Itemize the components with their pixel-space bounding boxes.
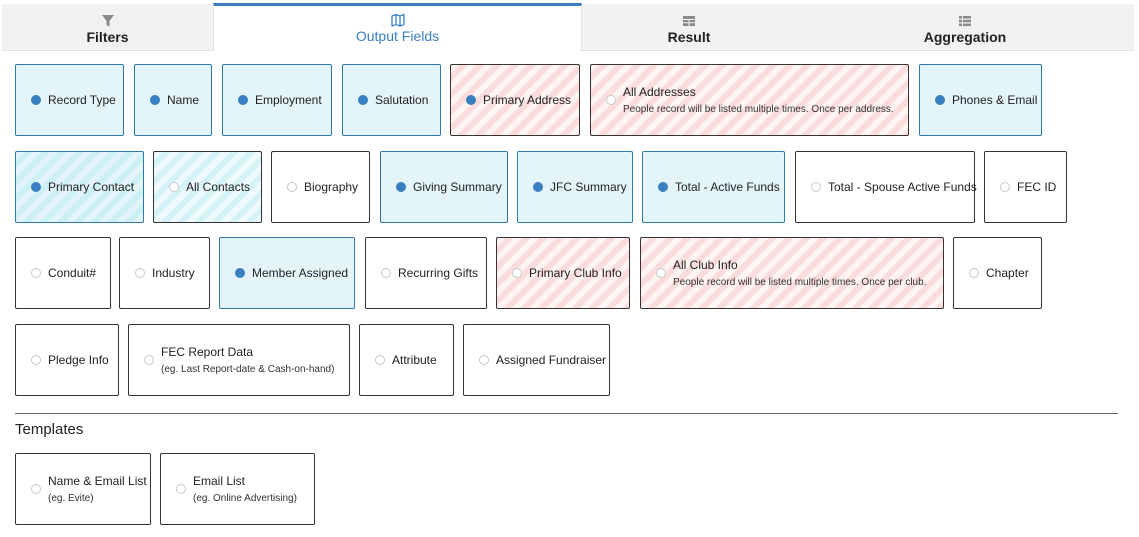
- option-assigned-fundraiser[interactable]: Assigned Fundraiser: [463, 324, 610, 396]
- option-attribute[interactable]: Attribute: [359, 324, 454, 396]
- option-primary-address[interactable]: Primary Address: [450, 64, 580, 136]
- list-icon: [959, 16, 971, 27]
- radio-indicator: [150, 95, 160, 105]
- radio-indicator: [31, 355, 41, 365]
- option-conduit[interactable]: Conduit#: [15, 237, 111, 309]
- option-all-club-info[interactable]: All Club Info People record will be list…: [640, 237, 944, 309]
- template-name-email-list[interactable]: Name & Email List (eg. Evite): [15, 453, 151, 525]
- map-icon: [390, 13, 405, 27]
- radio-indicator: [381, 268, 391, 278]
- tab-bar: Filters Output Fields Result Aggregation: [2, 3, 1134, 51]
- radio-indicator: [31, 95, 41, 105]
- radio-indicator: [656, 268, 666, 278]
- radio-indicator: [135, 268, 145, 278]
- radio-indicator: [31, 484, 41, 494]
- templates-heading: Templates: [15, 421, 84, 438]
- radio-indicator: [512, 268, 522, 278]
- radio-indicator: [375, 355, 385, 365]
- radio-indicator: [396, 182, 406, 192]
- option-all-addresses[interactable]: All Addresses People record will be list…: [590, 64, 909, 136]
- option-name[interactable]: Name: [134, 64, 212, 136]
- radio-indicator: [533, 182, 543, 192]
- option-biography[interactable]: Biography: [271, 151, 370, 223]
- option-industry[interactable]: Industry: [119, 237, 210, 309]
- option-fec-id[interactable]: FEC ID: [984, 151, 1067, 223]
- radio-indicator: [811, 182, 821, 192]
- radio-indicator: [169, 182, 179, 192]
- radio-indicator: [358, 95, 368, 105]
- option-member-assigned[interactable]: Member Assigned: [219, 237, 355, 309]
- radio-indicator: [466, 95, 476, 105]
- option-employment[interactable]: Employment: [222, 64, 332, 136]
- option-pledge-info[interactable]: Pledge Info: [15, 324, 119, 396]
- tab-result[interactable]: Result: [582, 4, 796, 51]
- option-salutation[interactable]: Salutation: [342, 64, 441, 136]
- option-all-contacts[interactable]: All Contacts: [153, 151, 262, 223]
- table-icon: [683, 16, 695, 26]
- option-total-spouse-active-funds[interactable]: Total - Spouse Active Funds: [795, 151, 977, 223]
- filter-icon: [101, 15, 114, 27]
- tab-aggregation[interactable]: Aggregation: [796, 4, 1134, 51]
- option-recurring-gifts[interactable]: Recurring Gifts: [365, 237, 487, 309]
- option-jfc-summary[interactable]: JFC Summary: [517, 151, 633, 223]
- section-divider: [15, 413, 1118, 414]
- radio-indicator: [144, 355, 154, 365]
- radio-indicator: [1000, 182, 1010, 192]
- option-total-active-funds[interactable]: Total - Active Funds: [642, 151, 785, 223]
- option-record-type[interactable]: Record Type: [15, 64, 124, 136]
- radio-indicator: [287, 182, 297, 192]
- radio-indicator: [935, 95, 945, 105]
- radio-indicator: [31, 182, 41, 192]
- radio-indicator: [606, 95, 616, 105]
- option-primary-club-info[interactable]: Primary Club Info: [496, 237, 630, 309]
- option-giving-summary[interactable]: Giving Summary: [380, 151, 508, 223]
- tab-output-fields[interactable]: Output Fields: [213, 3, 582, 51]
- tab-filters[interactable]: Filters: [2, 4, 213, 51]
- option-primary-contact[interactable]: Primary Contact: [15, 151, 144, 223]
- radio-indicator: [235, 268, 245, 278]
- radio-indicator: [176, 484, 186, 494]
- radio-indicator: [969, 268, 979, 278]
- option-chapter[interactable]: Chapter: [953, 237, 1042, 309]
- radio-indicator: [658, 182, 668, 192]
- radio-indicator: [479, 355, 489, 365]
- radio-indicator: [238, 95, 248, 105]
- template-email-list[interactable]: Email List (eg. Online Advertising): [160, 453, 315, 525]
- radio-indicator: [31, 268, 41, 278]
- option-phones-email[interactable]: Phones & Email: [919, 64, 1042, 136]
- option-fec-report-data[interactable]: FEC Report Data (eg. Last Report-date & …: [128, 324, 350, 396]
